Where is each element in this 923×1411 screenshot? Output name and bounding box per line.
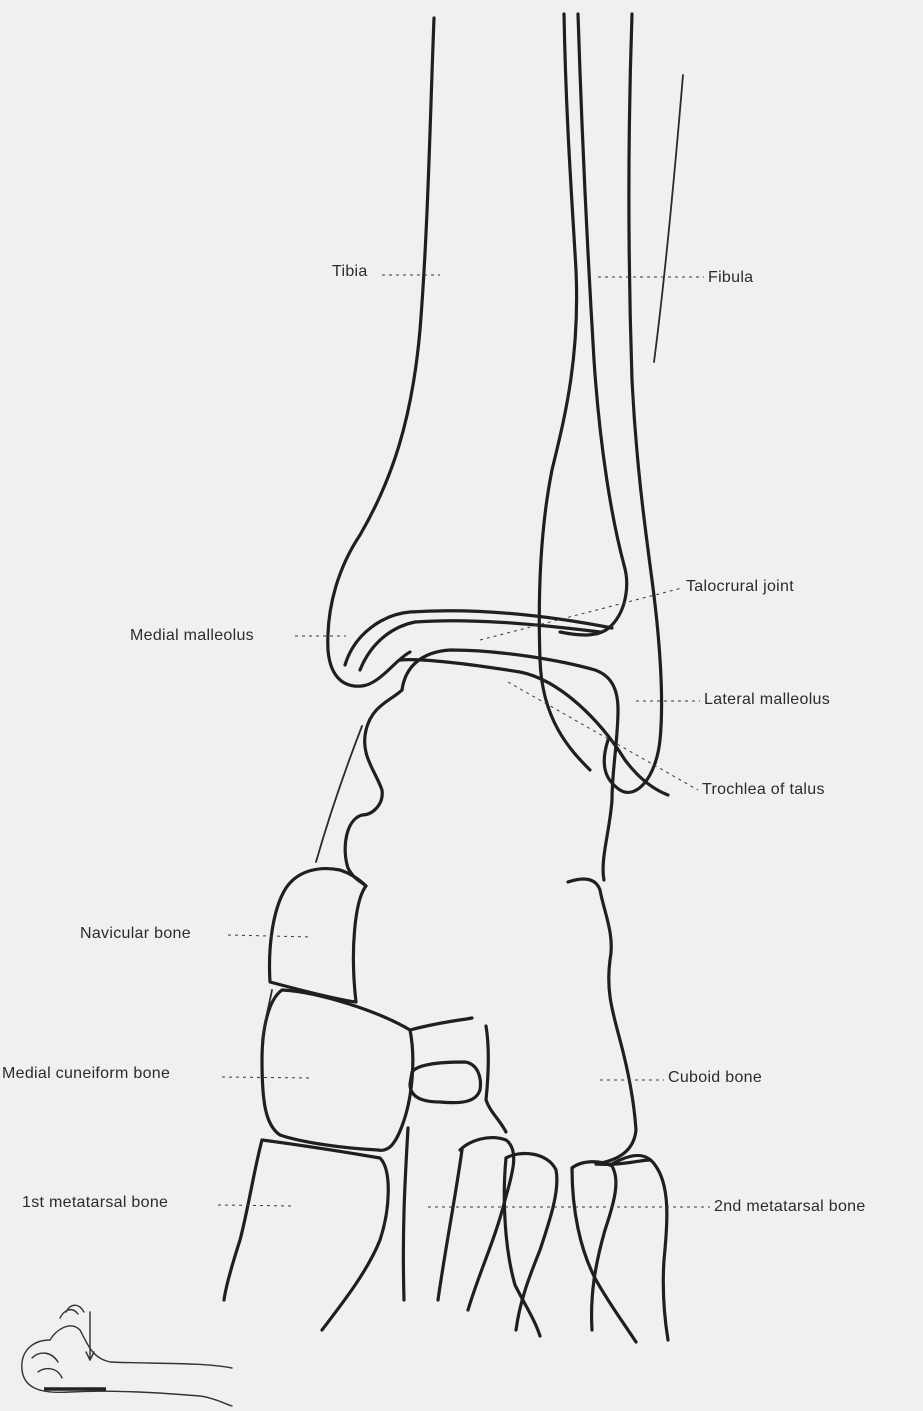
label-cuboid-bone: Cuboid bone [668, 1068, 762, 1088]
label-navicular-bone: Navicular bone [80, 924, 191, 944]
foot-orientation-inset [22, 1305, 232, 1406]
label-medial-cuneiform-bone: Medial cuneiform bone [2, 1064, 170, 1084]
label-lateral-malleolus: Lateral malleolus [704, 690, 830, 710]
cuboid-outline [568, 879, 636, 1164]
label-tibia: Tibia [332, 262, 368, 282]
intermediate-cuneiform-outline [410, 1026, 506, 1132]
label-fibula: Fibula [708, 268, 753, 288]
label-trochlea-of-talus: Trochlea of talus [702, 780, 825, 800]
metatarsals-outline [224, 1128, 668, 1342]
medial-cuneiform-outline [262, 990, 472, 1150]
navicular-outline [270, 869, 366, 1002]
label-first-metatarsal-bone: 1st metatarsal bone [22, 1193, 168, 1213]
leader-lines [218, 275, 710, 1207]
fibula-outline [539, 14, 683, 792]
label-medial-malleolus: Medial malleolus [130, 626, 254, 646]
tibia-outline [328, 14, 627, 686]
label-talocrural-joint: Talocrural joint [686, 577, 794, 597]
label-second-metatarsal-bone: 2nd metatarsal bone [714, 1197, 866, 1217]
